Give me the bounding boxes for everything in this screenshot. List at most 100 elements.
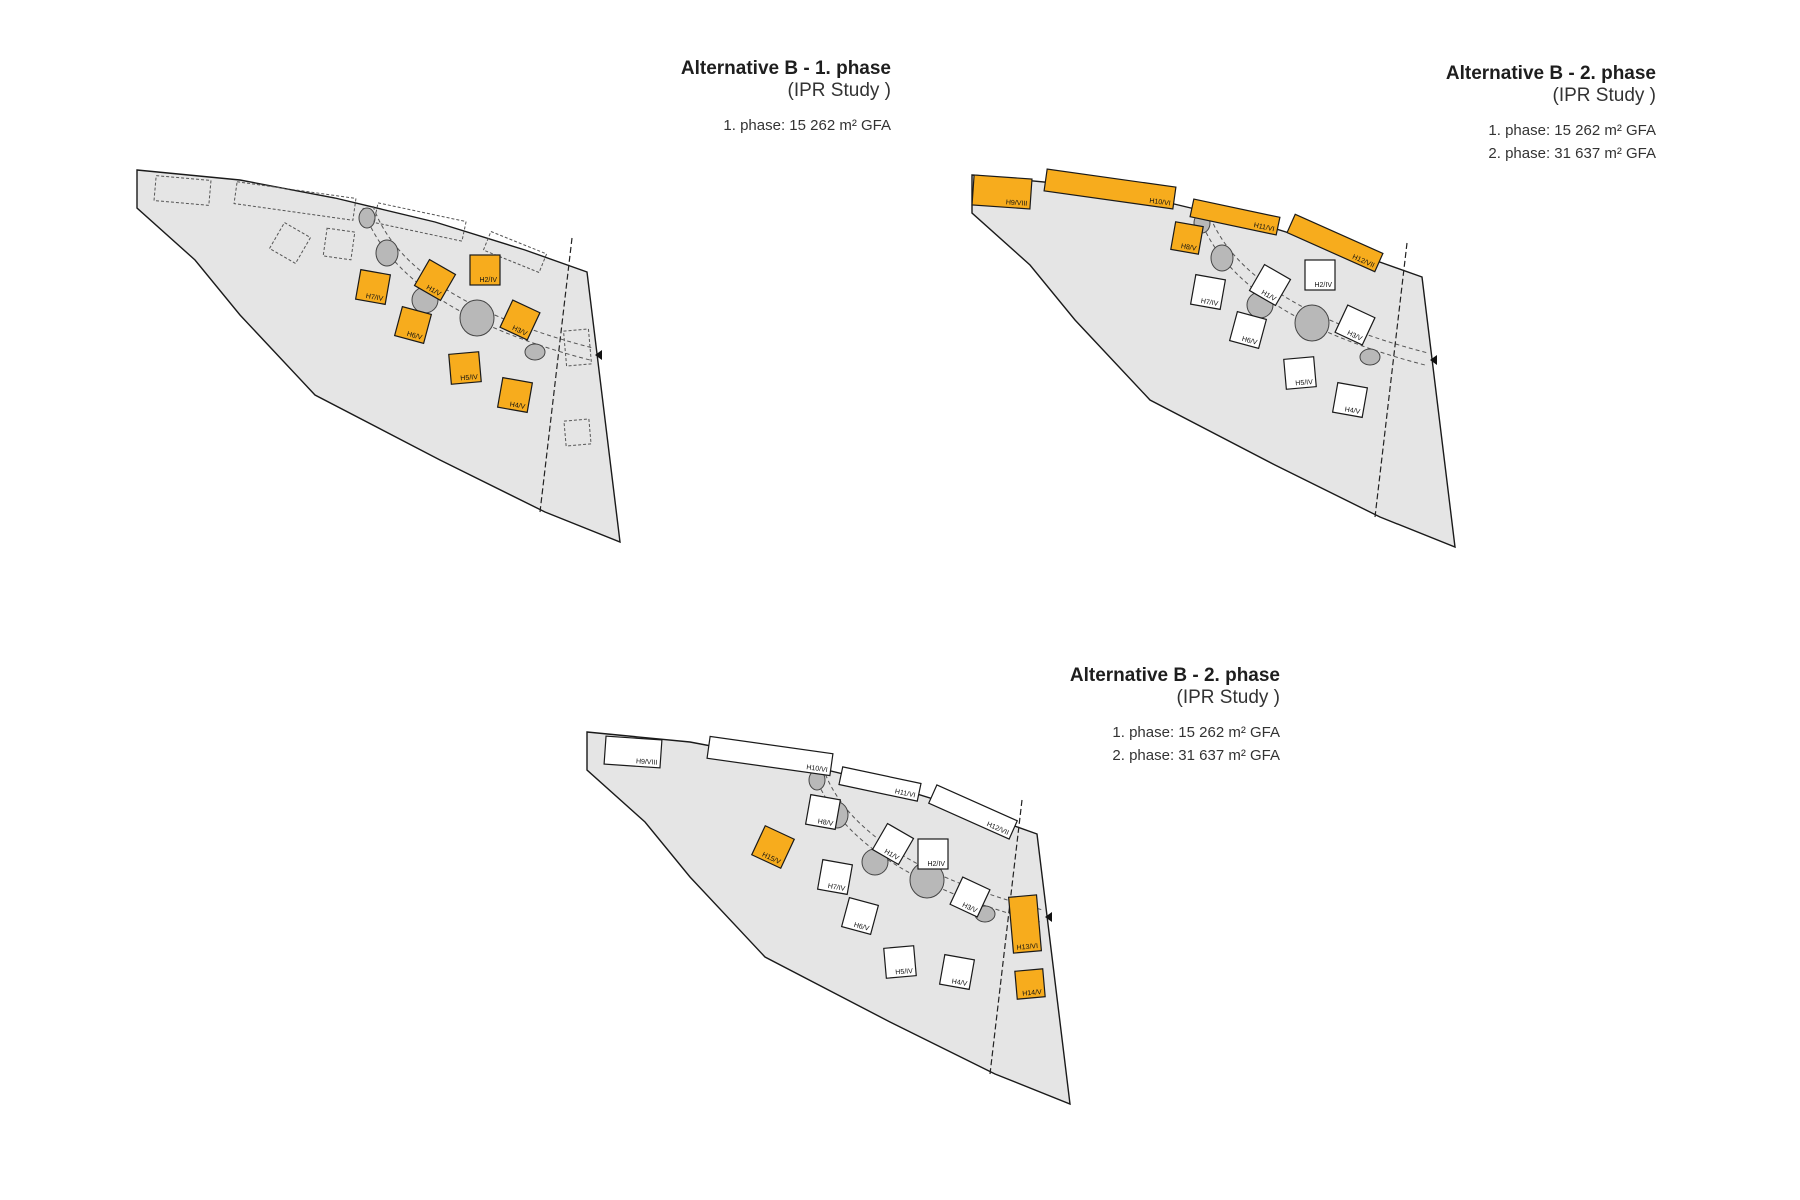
building-footprint: [393, 305, 433, 345]
building-h8-v: H8/V: [1170, 221, 1204, 255]
building-footprint: [1334, 304, 1376, 346]
panel-2-gfa-phase-2: 2. phase: 31 637 m² GFA: [1488, 144, 1656, 162]
building-footprint: [917, 838, 949, 870]
building-footprint: [840, 896, 880, 936]
building-h2-iv: H2/IV: [917, 838, 949, 870]
building-h8-v: H8/V: [804, 793, 842, 831]
panel-1-title: Alternative B - 1. phase: [680, 58, 891, 79]
building-footprint: [1007, 894, 1043, 954]
building-label: H2/IV: [1314, 282, 1332, 289]
building-footprint: [603, 735, 663, 769]
building-h10-vi: H10/VI: [1043, 168, 1177, 210]
future-plot-outline: [563, 418, 592, 447]
building-label: H7/IV: [365, 293, 384, 303]
entry-arrow-icon: [1045, 912, 1052, 922]
plot-boundary-line: [1374, 242, 1408, 518]
building-h12-vii: H12/VII: [1286, 213, 1384, 273]
building-footprint: [448, 351, 482, 385]
building-footprint: [413, 258, 457, 302]
future-plot-outline: [482, 230, 548, 274]
building-h4-v: H4/V: [496, 376, 534, 414]
building-footprint: [1014, 968, 1046, 1000]
entry-arrow-icon: [1430, 355, 1437, 365]
panel-1-title-block: Alternative B - 1. phase (IPR Study ) 1.…: [681, 58, 891, 137]
building-label: H13/VI: [1016, 943, 1038, 952]
building-label: H2/IV: [927, 861, 945, 868]
building-footprint: [938, 953, 976, 991]
building-h14-v: H14/V: [1014, 968, 1046, 1000]
panel-1-subtitle: (IPR Study ): [787, 79, 891, 101]
building-label: H9/VIII: [1006, 199, 1028, 207]
building-label: H11/VI: [894, 788, 916, 799]
building-h12-vii: H12/VII: [927, 784, 1019, 840]
building-footprint: [816, 858, 854, 896]
building-h6-v: H6/V: [1228, 310, 1268, 350]
building-footprint: [1189, 273, 1227, 311]
building-label: H5/IV: [460, 374, 478, 383]
building-h1-v: H1/V: [413, 258, 457, 302]
building-footprint: [1170, 221, 1204, 255]
building-footprint: [927, 784, 1019, 840]
building-footprint: [496, 376, 534, 414]
rock-feature: [1210, 244, 1234, 272]
building-label: H10/VI: [806, 764, 828, 774]
building-h7-iv: H7/IV: [354, 268, 392, 306]
building-label: H6/V: [1241, 336, 1258, 347]
building-label: H10/VI: [1149, 198, 1171, 208]
rock-feature: [358, 207, 376, 229]
building-h13-vi: H13/VI: [1007, 894, 1043, 954]
path-edge: [1197, 212, 1426, 366]
building-h11-vi: H11/VI: [838, 766, 922, 802]
building-footprint: [1248, 263, 1292, 307]
future-plot-outline: [322, 227, 356, 261]
future-plot-outline: [373, 202, 467, 242]
building-h5-iv: H5/IV: [448, 351, 482, 385]
building-footprint: [838, 766, 922, 802]
panel-3-title: Alternative B - 2. phase: [1069, 665, 1280, 686]
site-boundary: [586, 731, 1071, 1106]
panel-3-gfa: 1. phase: 15 262 m² GFA 2. phase: 31 637…: [1070, 721, 1280, 768]
building-h7-iv: H7/IV: [816, 858, 854, 896]
building-footprint: [1043, 168, 1177, 210]
building-label: H11/VI: [1253, 222, 1275, 233]
entry-arrow-icon: [595, 350, 602, 360]
future-plot-outline: [268, 221, 312, 265]
building-footprint: [1283, 356, 1317, 390]
building-h10-vi: H10/VI: [706, 735, 834, 777]
building-label: H8/V: [1180, 243, 1197, 253]
panel-3-gfa-phase-1: 1. phase: 15 262 m² GFA: [1112, 723, 1280, 741]
building-label: H4/V: [509, 401, 526, 411]
panel-2-gfa-phase-1: 1. phase: 15 262 m² GFA: [1488, 121, 1656, 139]
panel-3-gfa-phase-2: 2. phase: 31 637 m² GFA: [1112, 746, 1280, 764]
rock-feature: [375, 239, 399, 267]
building-label: H9/VIII: [636, 758, 658, 766]
path-edge: [812, 769, 1041, 923]
building-h4-v: H4/V: [938, 953, 976, 991]
building-footprint: [1286, 213, 1384, 273]
building-h11-vi: H11/VI: [1189, 198, 1281, 236]
building-footprint: [949, 876, 991, 918]
building-label: H4/V: [1344, 406, 1361, 416]
building-label: H6/V: [406, 331, 423, 342]
building-footprint: [1189, 198, 1281, 236]
panel-2-subtitle: (IPR Study ): [1552, 84, 1656, 106]
building-footprint: [971, 174, 1033, 210]
building-h7-iv: H7/IV: [1189, 273, 1227, 311]
panel-3-title-block: Alternative B - 2. phase (IPR Study ) 1.…: [1070, 665, 1280, 767]
plot-boundary-line: [539, 237, 573, 513]
site-boundary: [971, 174, 1456, 549]
rock-feature: [1359, 348, 1381, 366]
building-footprint: [871, 822, 915, 866]
panel-2-title: Alternative B - 2. phase: [1445, 63, 1656, 84]
panel-2-title-block: Alternative B - 2. phase (IPR Study ) 1.…: [1446, 63, 1656, 165]
building-h3-v: H3/V: [1334, 304, 1376, 346]
building-label: H8/V: [817, 818, 834, 828]
building-label: H6/V: [853, 922, 870, 933]
building-footprint: [499, 299, 541, 341]
future-plot-outline: [562, 328, 593, 367]
site-plan-phase-2-a: H1/VH2/IVH3/VH4/VH5/IVH6/VH7/IVH8/VH9/VI…: [971, 168, 1456, 549]
building-footprint: [706, 735, 834, 777]
building-h5-iv: H5/IV: [1283, 356, 1317, 390]
site-boundary: [136, 169, 621, 544]
